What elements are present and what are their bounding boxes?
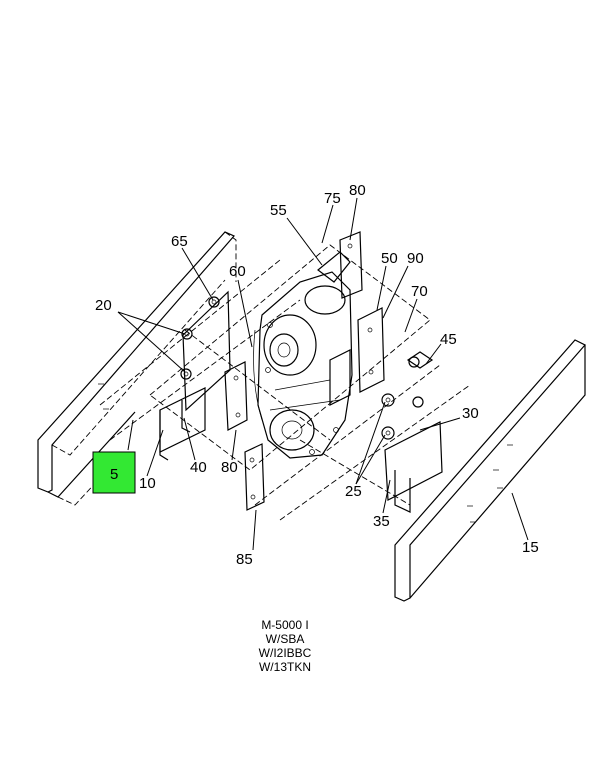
- callout-35[interactable]: 35: [373, 513, 390, 530]
- compressor-assembly: [253, 251, 353, 459]
- callout-50[interactable]: 50: [381, 250, 398, 267]
- callout-60[interactable]: 60: [229, 263, 246, 280]
- callout-65[interactable]: 65: [171, 233, 188, 250]
- caption-line: M-5000 I: [261, 618, 309, 632]
- callout-90[interactable]: 90: [407, 250, 424, 267]
- callout-30[interactable]: 30: [462, 405, 479, 422]
- callout-labels: 5 10 15 20 25 30 35 40 45 50 55 60 65 70…: [95, 182, 539, 568]
- right-frame-rail: [394, 339, 586, 602]
- mounting-outline: [99, 244, 471, 521]
- callout-75[interactable]: 75: [324, 190, 341, 207]
- callout-25[interactable]: 25: [345, 483, 362, 500]
- callout-5[interactable]: 5: [110, 466, 118, 483]
- callout-40[interactable]: 40: [190, 459, 207, 476]
- plate-80-top: [339, 231, 363, 299]
- left-frame-rail: [37, 231, 237, 506]
- diagram-caption: M-5000 I W/SBA W/I2IBBC W/13TKN: [205, 618, 365, 674]
- bracket-35: [381, 351, 443, 513]
- callout-55[interactable]: 55: [270, 202, 287, 219]
- callout-70[interactable]: 70: [411, 283, 428, 300]
- plate-80-left: [224, 361, 248, 431]
- callout-80-bottom[interactable]: 80: [221, 459, 238, 476]
- plate-85: [244, 443, 265, 511]
- callout-15[interactable]: 15: [522, 539, 539, 556]
- caption-line: W/SBA: [265, 632, 305, 646]
- callout-5-highlight[interactable]: [92, 451, 136, 494]
- caption-line: W/I2IBBC: [258, 646, 312, 660]
- callout-20[interactable]: 20: [95, 297, 112, 314]
- caption-line: W/13TKN: [258, 660, 311, 674]
- leader-lines: [117, 197, 529, 551]
- callout-80-top[interactable]: 80: [349, 182, 366, 199]
- callout-45[interactable]: 45: [440, 331, 457, 348]
- callout-85[interactable]: 85: [236, 551, 253, 568]
- callout-10[interactable]: 10: [139, 475, 156, 492]
- bracket-50: [357, 307, 385, 393]
